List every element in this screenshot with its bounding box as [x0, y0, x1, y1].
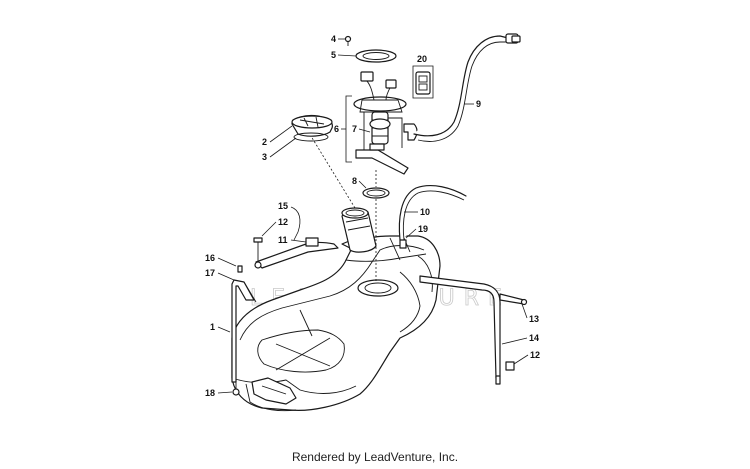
callout-labels: 1 2 3 4 5 6 7 8 9 10 11 12 12: [205, 34, 540, 398]
callout-18: 18: [205, 388, 215, 398]
tank-strap-right: [419, 275, 528, 385]
vent-fitting: [399, 239, 407, 249]
callout-1: 1: [210, 322, 215, 332]
callout-12-right: 12: [530, 350, 540, 360]
vent-hose: [398, 184, 467, 241]
callout-3: 3: [262, 152, 267, 162]
callout-5: 5: [331, 50, 336, 60]
callout-14: 14: [529, 333, 539, 343]
pump-lock-ring: [344, 35, 397, 63]
callout-19: 19: [418, 224, 428, 234]
callout-9: 9: [476, 99, 481, 109]
fuel-pump-assembly[interactable]: [345, 71, 418, 175]
callout-11: 11: [278, 235, 288, 245]
callout-2: 2: [262, 137, 267, 147]
callout-16: 16: [205, 253, 215, 263]
footer-credit: Rendered by LeadVenture, Inc.: [291, 450, 459, 464]
callout-7: 7: [352, 124, 357, 134]
callout-8: 8: [352, 176, 357, 186]
tank-strap-left: [253, 237, 339, 269]
callout-13: 13: [529, 314, 539, 324]
fuel-hose: [413, 33, 521, 142]
fuel-cap[interactable]: [291, 114, 333, 142]
pump-seal-ring: [362, 170, 390, 282]
callout-4: 4: [331, 34, 336, 44]
callout-12-left: 12: [278, 217, 288, 227]
filler-neck: [305, 127, 377, 253]
fuel-tank: [231, 233, 441, 412]
callout-17: 17: [205, 268, 215, 278]
callout-10: 10: [420, 207, 430, 217]
callout-15: 15: [278, 201, 288, 211]
tank-strap-front: [231, 265, 257, 396]
wire-connector: [412, 65, 434, 99]
callout-6: 6: [334, 124, 339, 134]
callout-20: 20: [417, 54, 427, 64]
